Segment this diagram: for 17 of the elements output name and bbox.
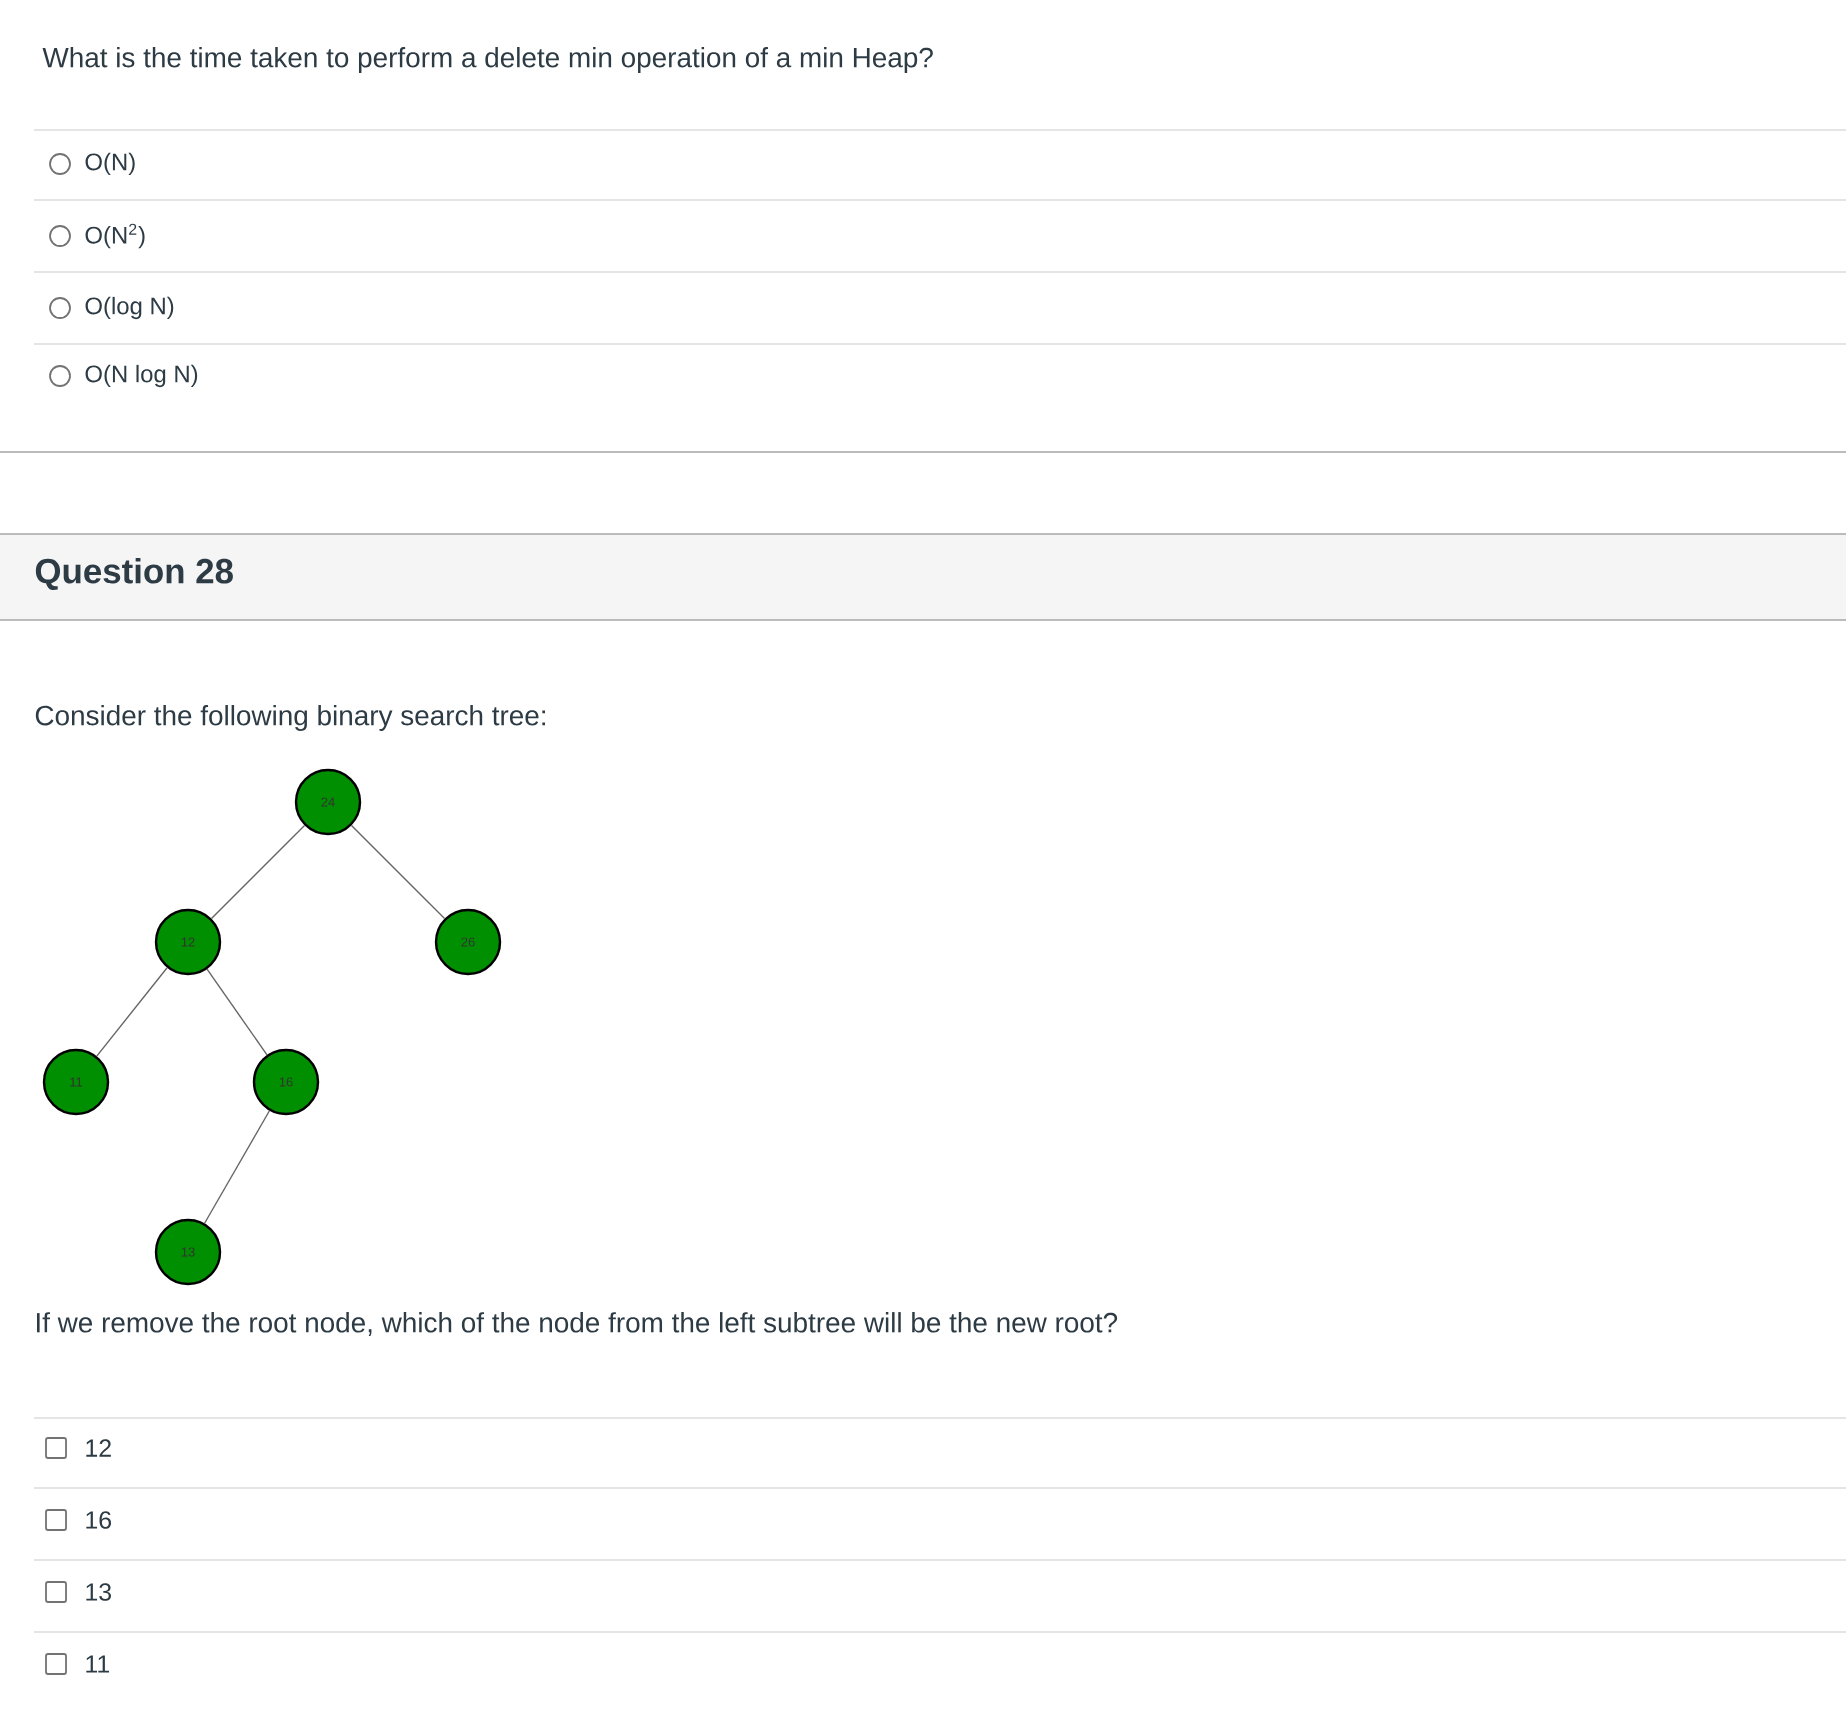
answer-option: 13 <box>86 1583 111 1601</box>
answer-option: 11 <box>86 1655 110 1673</box>
answer-option: O(N$^{2}$) <box>85 223 145 249</box>
answer-option: O(N log N) <box>85 364 198 388</box>
tree-edge <box>350 824 446 920</box>
tree-edge <box>210 824 306 920</box>
question-text: If we remove the root node, which of the node from the left subtree will be the new root? <box>37 1312 1118 1336</box>
tree-edge <box>203 1110 271 1224</box>
answer-option: O(N) <box>85 152 135 176</box>
tree-edge <box>96 967 168 1057</box>
answer-option: 16 <box>86 1511 111 1529</box>
tree-edge <box>206 968 268 1056</box>
answer-option: 12 <box>86 1439 111 1457</box>
answer-option: O(log N) <box>85 296 174 320</box>
question-text: Consider the following binary search tree: <box>35 705 545 731</box>
question-text: What is the time taken to perform a delete min operation of a min Heap? <box>42 47 933 73</box>
question-heading: Question 28 <box>35 557 233 591</box>
